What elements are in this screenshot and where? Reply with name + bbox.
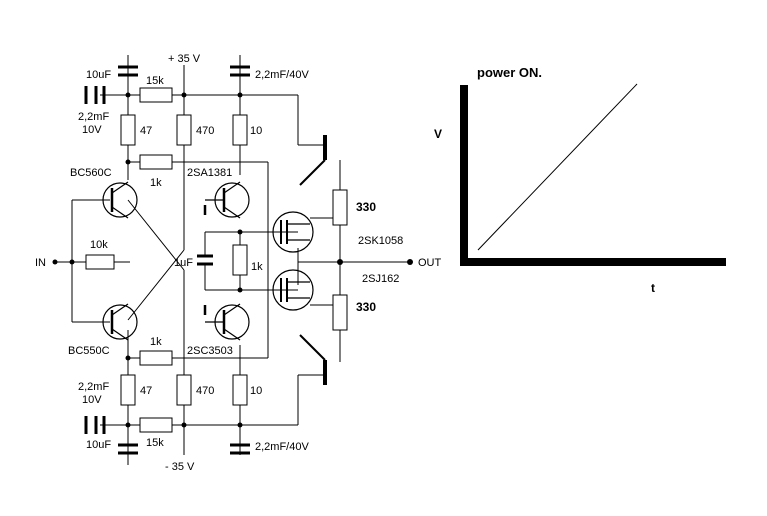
- label-r-top-10: 10: [250, 125, 262, 137]
- transistors: [102, 135, 327, 385]
- label-c-bot-bypass: 2,2mF: [78, 381, 109, 393]
- junction-dots: [52, 92, 413, 428]
- label-output: OUT: [418, 257, 442, 269]
- label-q-top-mid: 2SA1381: [187, 167, 232, 179]
- graph-x-label: t: [651, 281, 655, 295]
- label-r-top-feed: 15k: [146, 75, 164, 87]
- label-r-input: 10k: [90, 239, 108, 251]
- label-r-bot-feed: 15k: [146, 437, 164, 449]
- label-input: IN: [35, 257, 46, 269]
- label-mosfet-p: 2SJ162: [362, 273, 399, 285]
- power-on-graph: power ON. V t: [434, 65, 726, 295]
- label-c-top-small: 10uF: [86, 69, 111, 81]
- label-c-bot-large: 2,2mF/40V: [255, 441, 309, 453]
- label-mosfet-n: 2SK1058: [358, 235, 403, 247]
- label-pot-bias: 1k: [251, 261, 263, 273]
- label-q-top-left: BC560C: [70, 167, 112, 179]
- label-q-bot-mid: 2SC3503: [187, 345, 233, 357]
- label-r-gate-bot: 330: [356, 300, 376, 314]
- label-c-bot-small: 10uF: [86, 439, 111, 451]
- graph-title: power ON.: [477, 65, 542, 80]
- graph-y-label: V: [434, 127, 442, 141]
- label-r-bot-47: 47: [140, 385, 152, 397]
- label-c-top-bypass-v: 10V: [82, 124, 102, 136]
- label-r-bot-470: 470: [196, 385, 214, 397]
- label-r-gate-top: 330: [356, 200, 376, 214]
- label-supply-pos: + 35 V: [168, 53, 201, 65]
- resistors: [85, 87, 348, 433]
- label-r-top-1k: 1k: [150, 177, 162, 189]
- label-q-bot-left: BC550C: [68, 345, 110, 357]
- label-r-bot-10: 10: [250, 385, 262, 397]
- label-c-top-large: 2,2mF/40V: [255, 69, 309, 81]
- label-supply-neg: - 35 V: [165, 461, 195, 473]
- label-r-bot-1k: 1k: [150, 336, 162, 348]
- label-c-top-bypass: 2,2mF: [78, 111, 109, 123]
- graph-ramp-line: [477, 83, 638, 251]
- label-r-top-470: 470: [196, 125, 214, 137]
- label-c-bias: 1uF: [174, 257, 193, 269]
- cap-leads: [127, 55, 241, 465]
- label-r-top-47: 47: [140, 125, 152, 137]
- label-c-bot-bypass-v: 10V: [82, 394, 102, 406]
